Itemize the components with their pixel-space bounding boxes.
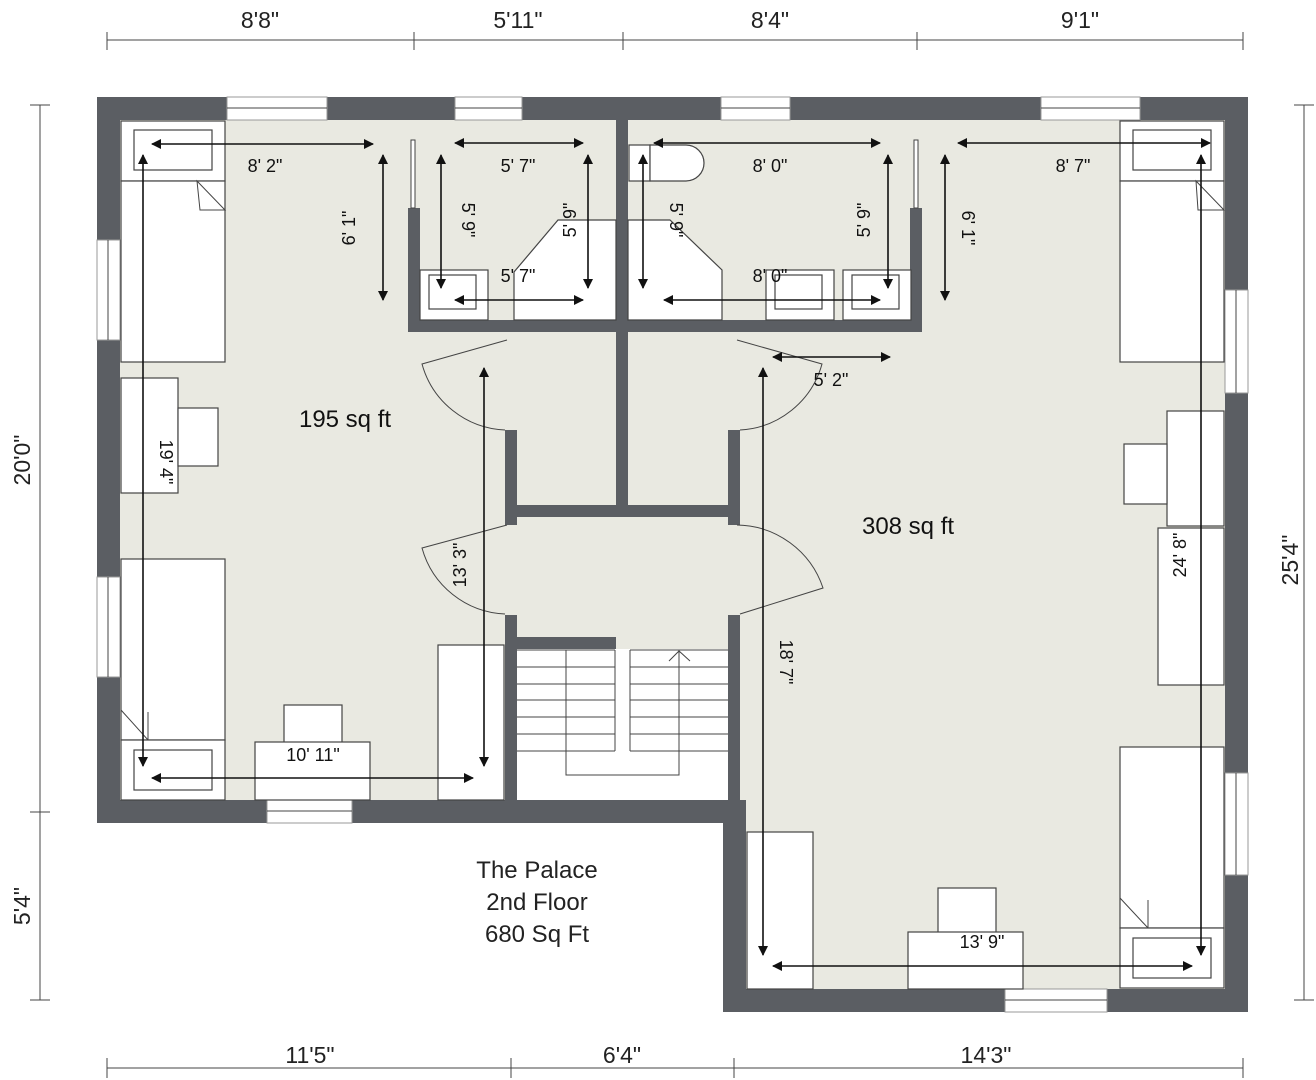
dim-label: 5' 7": [501, 156, 536, 176]
dim-top-2: 5'11": [493, 7, 542, 33]
bed: [1119, 746, 1225, 929]
stairs: [517, 649, 728, 800]
dresser: [1157, 527, 1225, 686]
dim-label: 13' 9": [960, 932, 1005, 952]
toilet-bowl: [649, 144, 705, 182]
bed: [120, 180, 226, 363]
plan-area: 680 Sq Ft: [485, 921, 589, 948]
dim-label: 8' 7": [1056, 156, 1091, 176]
dim-right-1: 25'4": [1277, 535, 1303, 586]
dim-top-3: 8'4": [751, 7, 789, 33]
dim-label: 8' 0": [753, 156, 788, 176]
right-dimension-line: [1294, 104, 1314, 1001]
dim-label: 5' 9": [666, 203, 686, 238]
plan-floor: 2nd Floor: [486, 889, 587, 916]
desk: [907, 931, 1024, 990]
dim-label: 5' 9": [854, 203, 874, 238]
dim-bottom-2: 6'4": [603, 1042, 641, 1068]
chair: [1123, 443, 1168, 505]
bottom-dimension-line: [106, 1058, 1244, 1078]
top-dimension-line: [106, 32, 1244, 50]
desk: [254, 741, 371, 801]
doors: [410, 139, 919, 615]
desk: [1166, 410, 1225, 527]
dim-top-1: 8'8": [241, 7, 279, 33]
toilet-tank: [628, 144, 651, 182]
interior-walls: [408, 110, 922, 805]
dim-label: 6' 1": [958, 211, 978, 246]
dim-label: 8' 0": [753, 266, 788, 286]
dim-label: 5' 2": [814, 370, 849, 390]
chair: [177, 407, 219, 467]
bed: [120, 558, 226, 741]
dim-label: 5' 9": [560, 203, 580, 238]
dim-label: 19' 4": [156, 440, 176, 485]
dim-left-2: 5'4": [9, 887, 35, 925]
room-area-left: 195 sq ft: [299, 406, 391, 433]
windows: [96, 96, 1249, 1013]
chair: [937, 887, 997, 934]
dim-label: 10' 11": [286, 745, 340, 765]
dim-label: 13' 3": [450, 543, 470, 588]
plan-title: The Palace: [476, 857, 597, 884]
dimension-labels: 8' 2" 6' 1" 5' 7" 5' 9" 5' 9" 5' 7" 5' 9…: [156, 156, 1190, 952]
dim-bottom-1: 11'5": [285, 1042, 334, 1068]
dim-top-4: 9'1": [1061, 7, 1099, 33]
floor-area: [120, 120, 1225, 989]
left-dimension-line: [30, 104, 50, 1001]
dim-label: 6' 1": [339, 211, 359, 246]
dresser: [437, 644, 505, 801]
dim-label: 8' 2": [248, 156, 283, 176]
room-area-right: 308 sq ft: [862, 513, 954, 540]
dim-label: 5' 7": [501, 266, 536, 286]
dim-label: 5' 9": [458, 203, 478, 238]
bed: [1119, 180, 1225, 363]
dimension-arrows: [138, 138, 1211, 971]
dim-label: 18' 7": [776, 640, 796, 685]
dim-left-1: 20'0": [9, 435, 35, 486]
chair: [283, 704, 343, 744]
dim-bottom-3: 14'3": [961, 1042, 1012, 1068]
dim-label: 24' 8": [1170, 533, 1190, 578]
